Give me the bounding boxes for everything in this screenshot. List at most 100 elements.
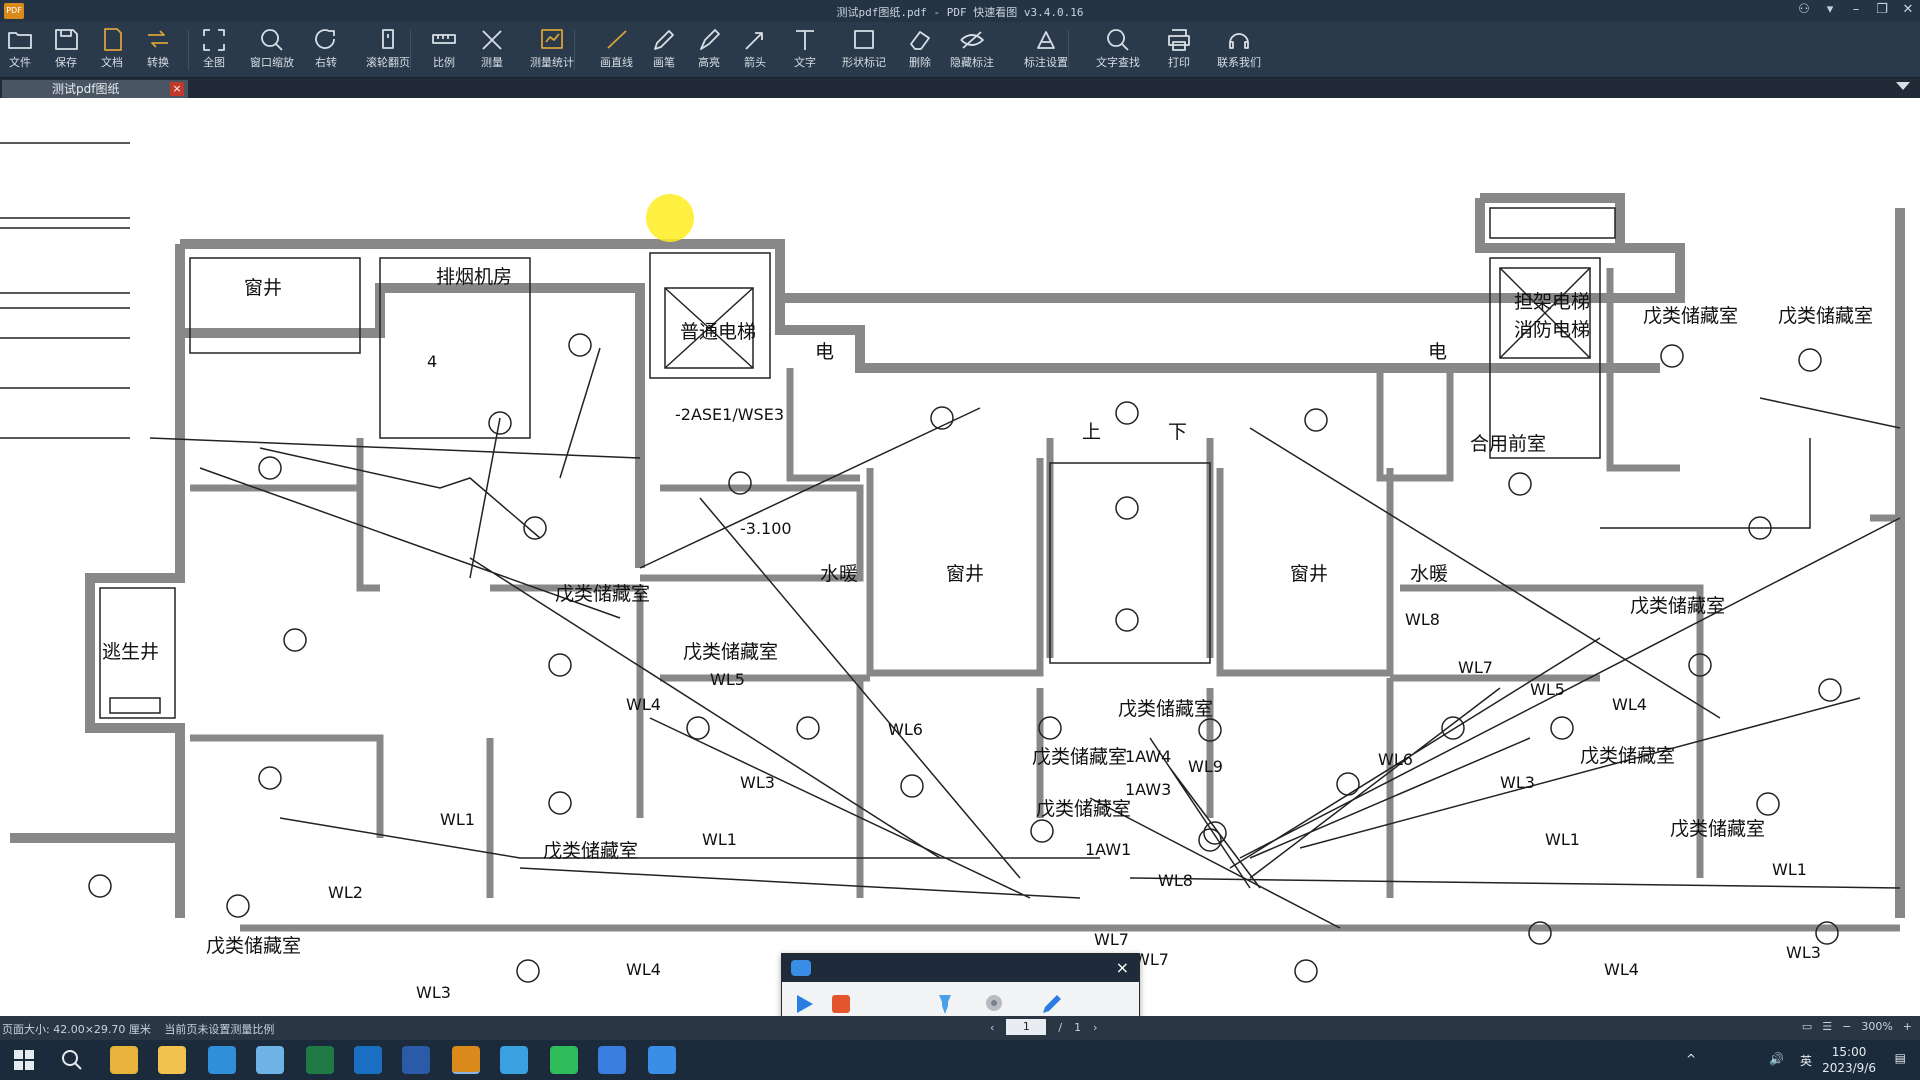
svg-text:WL1: WL1 — [440, 810, 475, 829]
arrow-icon — [741, 26, 769, 52]
taskbar-search-icon[interactable] — [58, 1046, 86, 1074]
shape-mark-icon — [850, 26, 878, 52]
svg-text:WL1: WL1 — [1772, 860, 1807, 879]
taskbar-pdf-viewer-icon[interactable] — [452, 1046, 480, 1074]
toolbar-label: 文字查找 — [1096, 56, 1140, 69]
toolbar-print-button[interactable]: 打印 — [1165, 26, 1193, 74]
minimize-button[interactable]: – — [1852, 2, 1860, 17]
taskbar-word-icon[interactable] — [402, 1046, 430, 1074]
speaker-icon[interactable]: 🔊 — [1769, 1052, 1784, 1066]
zoom-out-icon[interactable]: − — [1842, 1020, 1852, 1033]
svg-text:WL4: WL4 — [1612, 695, 1647, 714]
taskbar-excel-icon[interactable] — [306, 1046, 334, 1074]
print-icon — [1165, 26, 1193, 52]
user-icon[interactable]: ⚇ — [1798, 2, 1810, 17]
page-number-input[interactable]: 1 — [1006, 1019, 1047, 1035]
taskbar-file-explorer-icon[interactable] — [158, 1046, 186, 1074]
toolbar-eraser-button[interactable]: 删除 — [906, 26, 934, 74]
taskbar-browser-icon[interactable] — [598, 1046, 626, 1074]
svg-text:戊类储藏室: 戊类储藏室 — [543, 840, 638, 862]
document-tab[interactable]: 测试pdf图纸 × — [2, 80, 188, 98]
toolbar-markup-settings-button[interactable]: 标注设置 — [1024, 26, 1068, 74]
tab-list-dropdown-icon[interactable] — [1896, 82, 1910, 90]
toolbar-save-button[interactable]: 保存 — [52, 26, 80, 74]
svg-text:电: 电 — [1428, 341, 1447, 363]
save-icon — [52, 26, 80, 52]
pin-icon[interactable] — [933, 992, 957, 1016]
mouse-wheel-icon — [374, 26, 402, 52]
scale-status-text: 当前页未设置测量比例 — [164, 1023, 275, 1036]
taskbar-notepad-icon[interactable] — [256, 1046, 284, 1074]
close-window-button[interactable]: ✕ — [1902, 2, 1914, 17]
page-size-text: 页面大小: 42.00×29.70 厘米 — [2, 1023, 151, 1036]
svg-text:WL3: WL3 — [740, 773, 775, 792]
toolbar-hide-markup-button[interactable]: 隐藏标注 — [950, 26, 994, 74]
svg-text:戊类储藏室: 戊类储藏室 — [1036, 798, 1131, 820]
toolbar-scale-button[interactable]: 比例 — [430, 26, 458, 74]
notification-icon[interactable]: ▤ — [1894, 1051, 1906, 1065]
svg-text:戊类储藏室: 戊类储藏室 — [1643, 305, 1738, 327]
ime-indicator[interactable]: 英 — [1799, 1054, 1812, 1068]
taskbar-wechat-icon[interactable] — [550, 1046, 578, 1074]
webcam-icon[interactable] — [982, 992, 1006, 1016]
recorder-close-button[interactable]: × — [1115, 958, 1129, 977]
play-icon[interactable] — [792, 992, 816, 1016]
toolbar-label: 画直线 — [600, 56, 633, 69]
continuous-view-icon[interactable]: ☰ — [1822, 1020, 1833, 1033]
taskbar-app-icon[interactable] — [500, 1046, 528, 1074]
toolbar-zoom-window-button[interactable]: 窗口缩放 — [250, 26, 294, 74]
document-icon — [98, 26, 126, 52]
toolbar-arrow-button[interactable]: 箭头 — [741, 26, 769, 74]
eraser-icon — [906, 26, 934, 52]
clock-time: 15:00 — [1831, 1045, 1867, 1059]
taskbar-chrome-icon[interactable] — [110, 1046, 138, 1074]
toolbar-fit-all-button[interactable]: 全图 — [200, 26, 228, 74]
svg-text:消防电梯: 消防电梯 — [1514, 319, 1590, 341]
next-page-icon[interactable]: › — [1093, 1020, 1098, 1034]
svg-text:WL4: WL4 — [626, 695, 661, 714]
toolbar-shape-mark-button[interactable]: 形状标记 — [842, 26, 886, 74]
taskbar-edge-icon[interactable] — [208, 1046, 236, 1074]
prev-page-icon[interactable]: ‹ — [990, 1020, 995, 1034]
toolbar-line-button[interactable]: 画直线 — [600, 26, 633, 74]
toolbar-label: 文件 — [9, 56, 31, 69]
toolbar-label: 文档 — [101, 56, 123, 69]
toolbar-headset-button[interactable]: 联系我们 — [1217, 26, 1261, 74]
toolbar-text-search-button[interactable]: 文字查找 — [1096, 26, 1140, 74]
toolbar-pen-button[interactable]: 画笔 — [650, 26, 678, 74]
svg-text:WL4: WL4 — [626, 960, 661, 979]
svg-text:WL5: WL5 — [1530, 680, 1565, 699]
document-tab-label: 测试pdf图纸 — [52, 82, 120, 96]
pencil-icon[interactable] — [1040, 992, 1064, 1016]
toolbar-mouse-wheel-button[interactable]: 滚轮翻页 — [366, 26, 410, 74]
toolbar-text-button[interactable]: 文字 — [791, 26, 819, 74]
toolbar-convert-button[interactable]: 转换 — [144, 26, 172, 74]
toolbar-rotate-right-button[interactable]: 右转 — [312, 26, 340, 74]
toolbar-folder-button[interactable]: 文件 — [6, 26, 34, 74]
clock[interactable]: 15:00 2023/9/6 — [1822, 1044, 1876, 1076]
taskbar-start-icon[interactable] — [10, 1046, 38, 1074]
zoom-in-icon[interactable]: + — [1902, 1020, 1912, 1033]
toolbar-label: 画笔 — [653, 56, 675, 69]
stop-icon[interactable] — [829, 992, 853, 1016]
restore-button[interactable]: ❐ — [1876, 2, 1888, 17]
windows-taskbar: ^ 🔊 英 15:00 2023/9/6 ▤ — [0, 1040, 1920, 1080]
toolbar-highlight-button[interactable]: 高亮 — [695, 26, 723, 74]
dropdown-menu-icon[interactable]: ▾ — [1826, 2, 1834, 17]
cad-floor-plan: 窗井 排烟机房 普通电梯 电 -2ASE1/WSE3 -3.100 水暖 窗井 … — [0, 142, 1905, 1002]
drawing-canvas[interactable]: 窗井 排烟机房 普通电梯 电 -2ASE1/WSE3 -3.100 水暖 窗井 … — [0, 98, 1920, 1016]
toolbar: 文件 保存文档 转换全图窗口缩放右转滚轮翻页比例测量 测量统计画直线 画笔 高亮箭头 文字形… — [0, 22, 1920, 78]
toolbar-measure-button[interactable]: 测量 — [478, 26, 506, 74]
svg-text:WL8: WL8 — [1405, 610, 1440, 629]
toolbar-measure-stats-button[interactable]: 测量统计 — [530, 26, 574, 74]
taskbar-outlook-icon[interactable] — [354, 1046, 382, 1074]
taskbar-recorder-icon[interactable] — [648, 1046, 676, 1074]
close-tab-button[interactable]: × — [170, 82, 184, 96]
svg-text:WL1: WL1 — [1545, 830, 1580, 849]
toolbar-document-button[interactable]: 文档 — [98, 26, 126, 74]
tray-expand-icon[interactable]: ^ — [1685, 1052, 1696, 1066]
screen-recorder-panel[interactable]: × — [781, 953, 1140, 1016]
toolbar-label: 箭头 — [744, 56, 766, 69]
single-page-view-icon[interactable]: ▭ — [1801, 1020, 1813, 1033]
toolbar-label: 测量 — [481, 56, 503, 69]
